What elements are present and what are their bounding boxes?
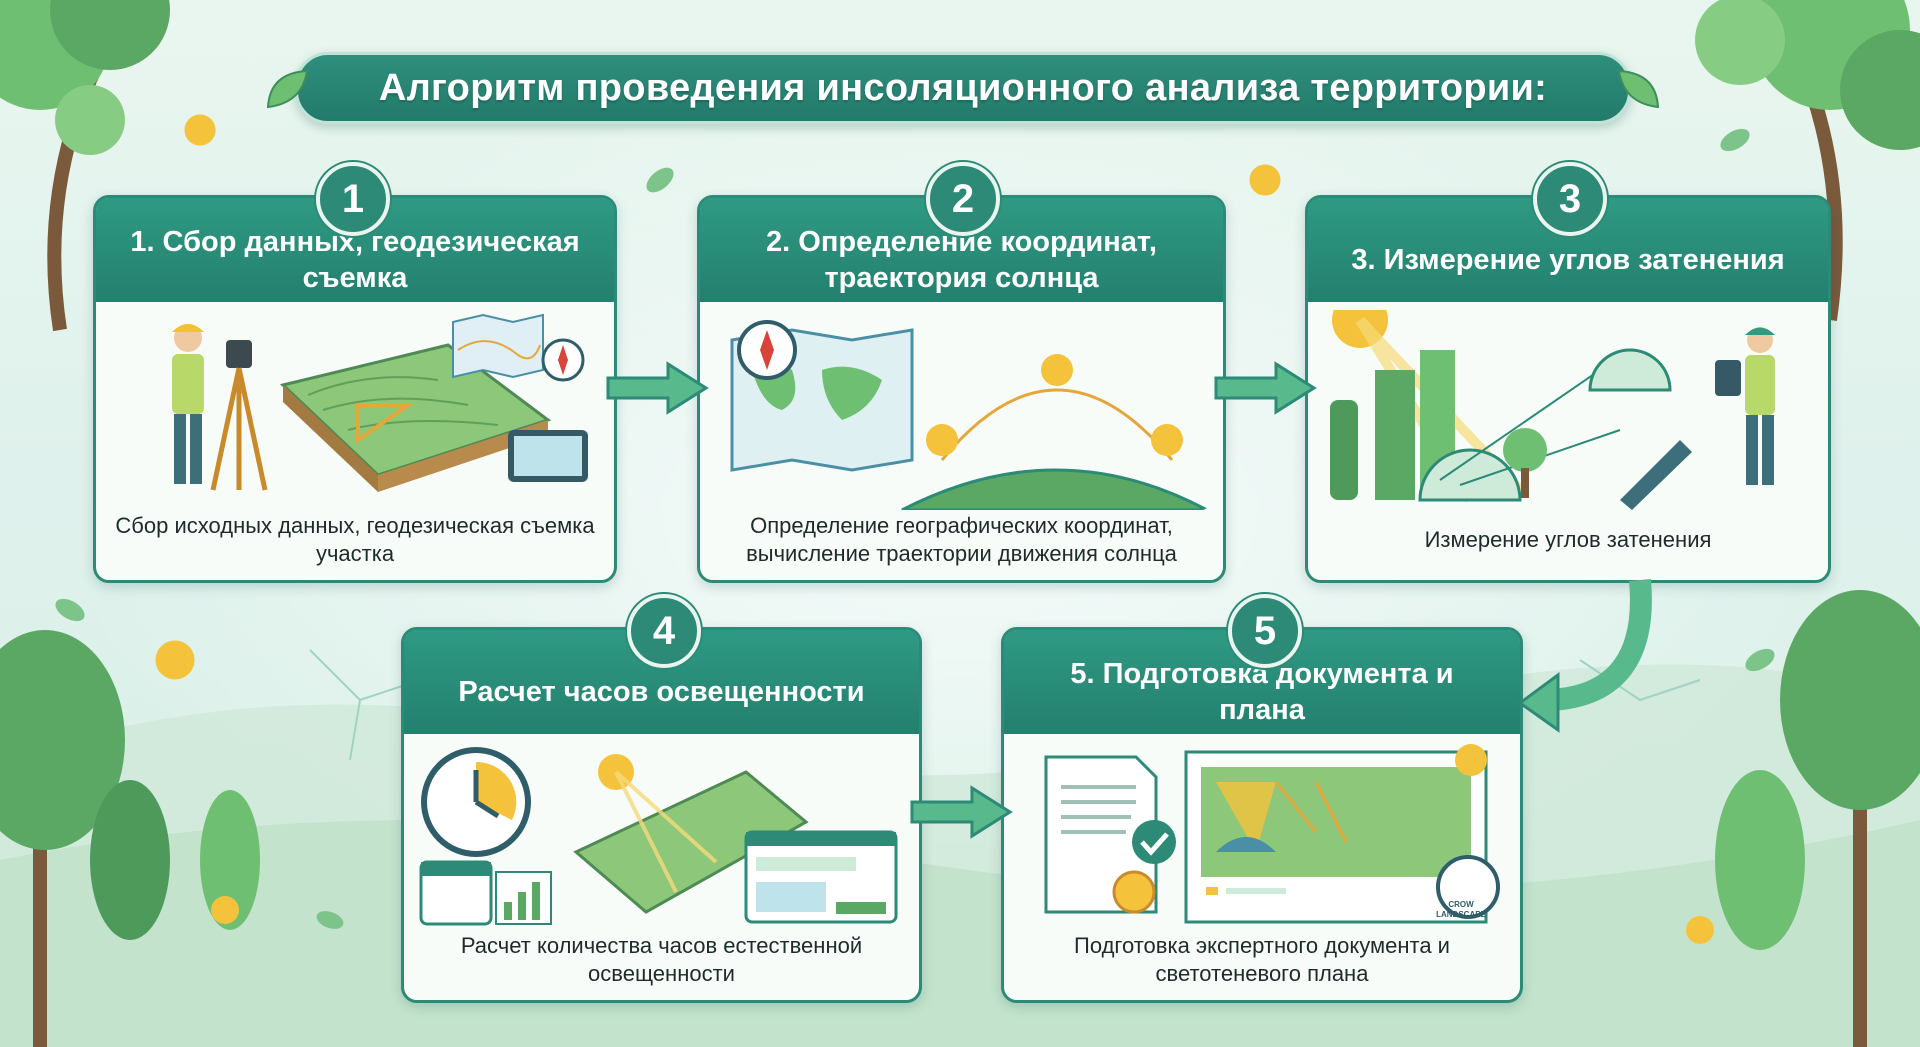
tree-top-left-icon: [0, 0, 170, 332]
leaf-icon: [1617, 69, 1660, 109]
bar-chart-icon: [495, 871, 552, 925]
clock-icon: [421, 747, 531, 857]
arrow-right-icon: [606, 361, 709, 415]
sun-path-icon: [926, 354, 1183, 461]
tablet-icon: [1715, 360, 1741, 396]
arrow-curved-icon: [1517, 579, 1652, 733]
step-card-4: Расчет часов освещенности Расчет количес…: [401, 627, 922, 1003]
step-number-badge: 5: [1228, 594, 1302, 668]
leaf-icon: [266, 69, 309, 109]
step-card-2: 2. Определение координат, траектория сол…: [697, 195, 1226, 583]
step-number-badge: 3: [1533, 162, 1607, 236]
stamp-text: CROW LANDSCAPE: [1436, 900, 1486, 919]
protractor-icon: [1588, 348, 1672, 392]
step-heading: 3. Измерение углов затенения: [1351, 244, 1785, 276]
compass-icon: [737, 320, 797, 380]
terrain-icon: [573, 770, 809, 914]
stamp-icon: [1436, 855, 1500, 919]
calendar-icon: [419, 860, 493, 926]
topographic-map-icon: [279, 343, 552, 492]
tree-bottom-right-icon: [1715, 590, 1920, 1047]
step-card-1: 1. Сбор данных, геодезическая съемка Сбо…: [93, 195, 617, 583]
buildings-icon: [1330, 350, 1455, 500]
sun-icon: [1455, 744, 1487, 776]
step-heading: Расчет часов освещенности: [458, 676, 865, 708]
step-number-badge: 1: [316, 162, 390, 236]
step-card-3: 3. Измерение углов затенения Измерение у…: [1305, 195, 1831, 583]
protractor-icon: [1418, 448, 1522, 502]
ruler-icon: [356, 403, 415, 444]
tree-bottom-left-icon: [0, 630, 260, 1047]
tree-top-right-icon: [1695, 0, 1920, 321]
arrow-right-icon: [1214, 361, 1317, 415]
engineer-icon: [1745, 327, 1775, 485]
plan-icon: [1184, 750, 1488, 924]
sun-trajectory-illustration: [730, 320, 1208, 510]
step-card-5: 5. Подготовка документа и плана CROW LAN…: [1001, 627, 1523, 1003]
compass-icon: [541, 338, 585, 382]
step-number-badge: 2: [926, 162, 1000, 236]
surveyor-icon: [172, 324, 204, 484]
map-icon: [452, 313, 544, 379]
illumination-hours-illustration: [419, 747, 898, 926]
step-number-badge: 4: [627, 594, 701, 668]
drafting-pen-icon: [1620, 440, 1692, 510]
shading-angle-illustration: [1330, 310, 1775, 510]
check-icon: [1132, 820, 1176, 864]
browser-window-icon: [744, 830, 898, 924]
step-caption: Определение географических координат, вы…: [746, 513, 1177, 566]
arrow-right-icon: [910, 785, 1013, 839]
step-caption: Подготовка экспертного документа и свето…: [1074, 933, 1450, 986]
page-title: Алгоритм проведения инсоляционного анали…: [378, 66, 1548, 109]
step-caption: Измерение углов затенения: [1424, 527, 1712, 552]
step-caption: Расчет количества часов естественной осв…: [460, 933, 863, 986]
title-banner: Алгоритм проведения инсоляционного анали…: [266, 52, 1660, 124]
step-caption: Сбор исходных данных, геодезическая съем…: [115, 513, 595, 566]
seal-icon: [1112, 870, 1156, 914]
document-plan-illustration: [1044, 744, 1500, 924]
theodolite-icon: [210, 340, 268, 491]
survey-illustration: [172, 313, 588, 492]
globe-icon: [901, 468, 1208, 510]
tablet-icon: [508, 430, 588, 482]
tree-icon: [1503, 428, 1547, 498]
